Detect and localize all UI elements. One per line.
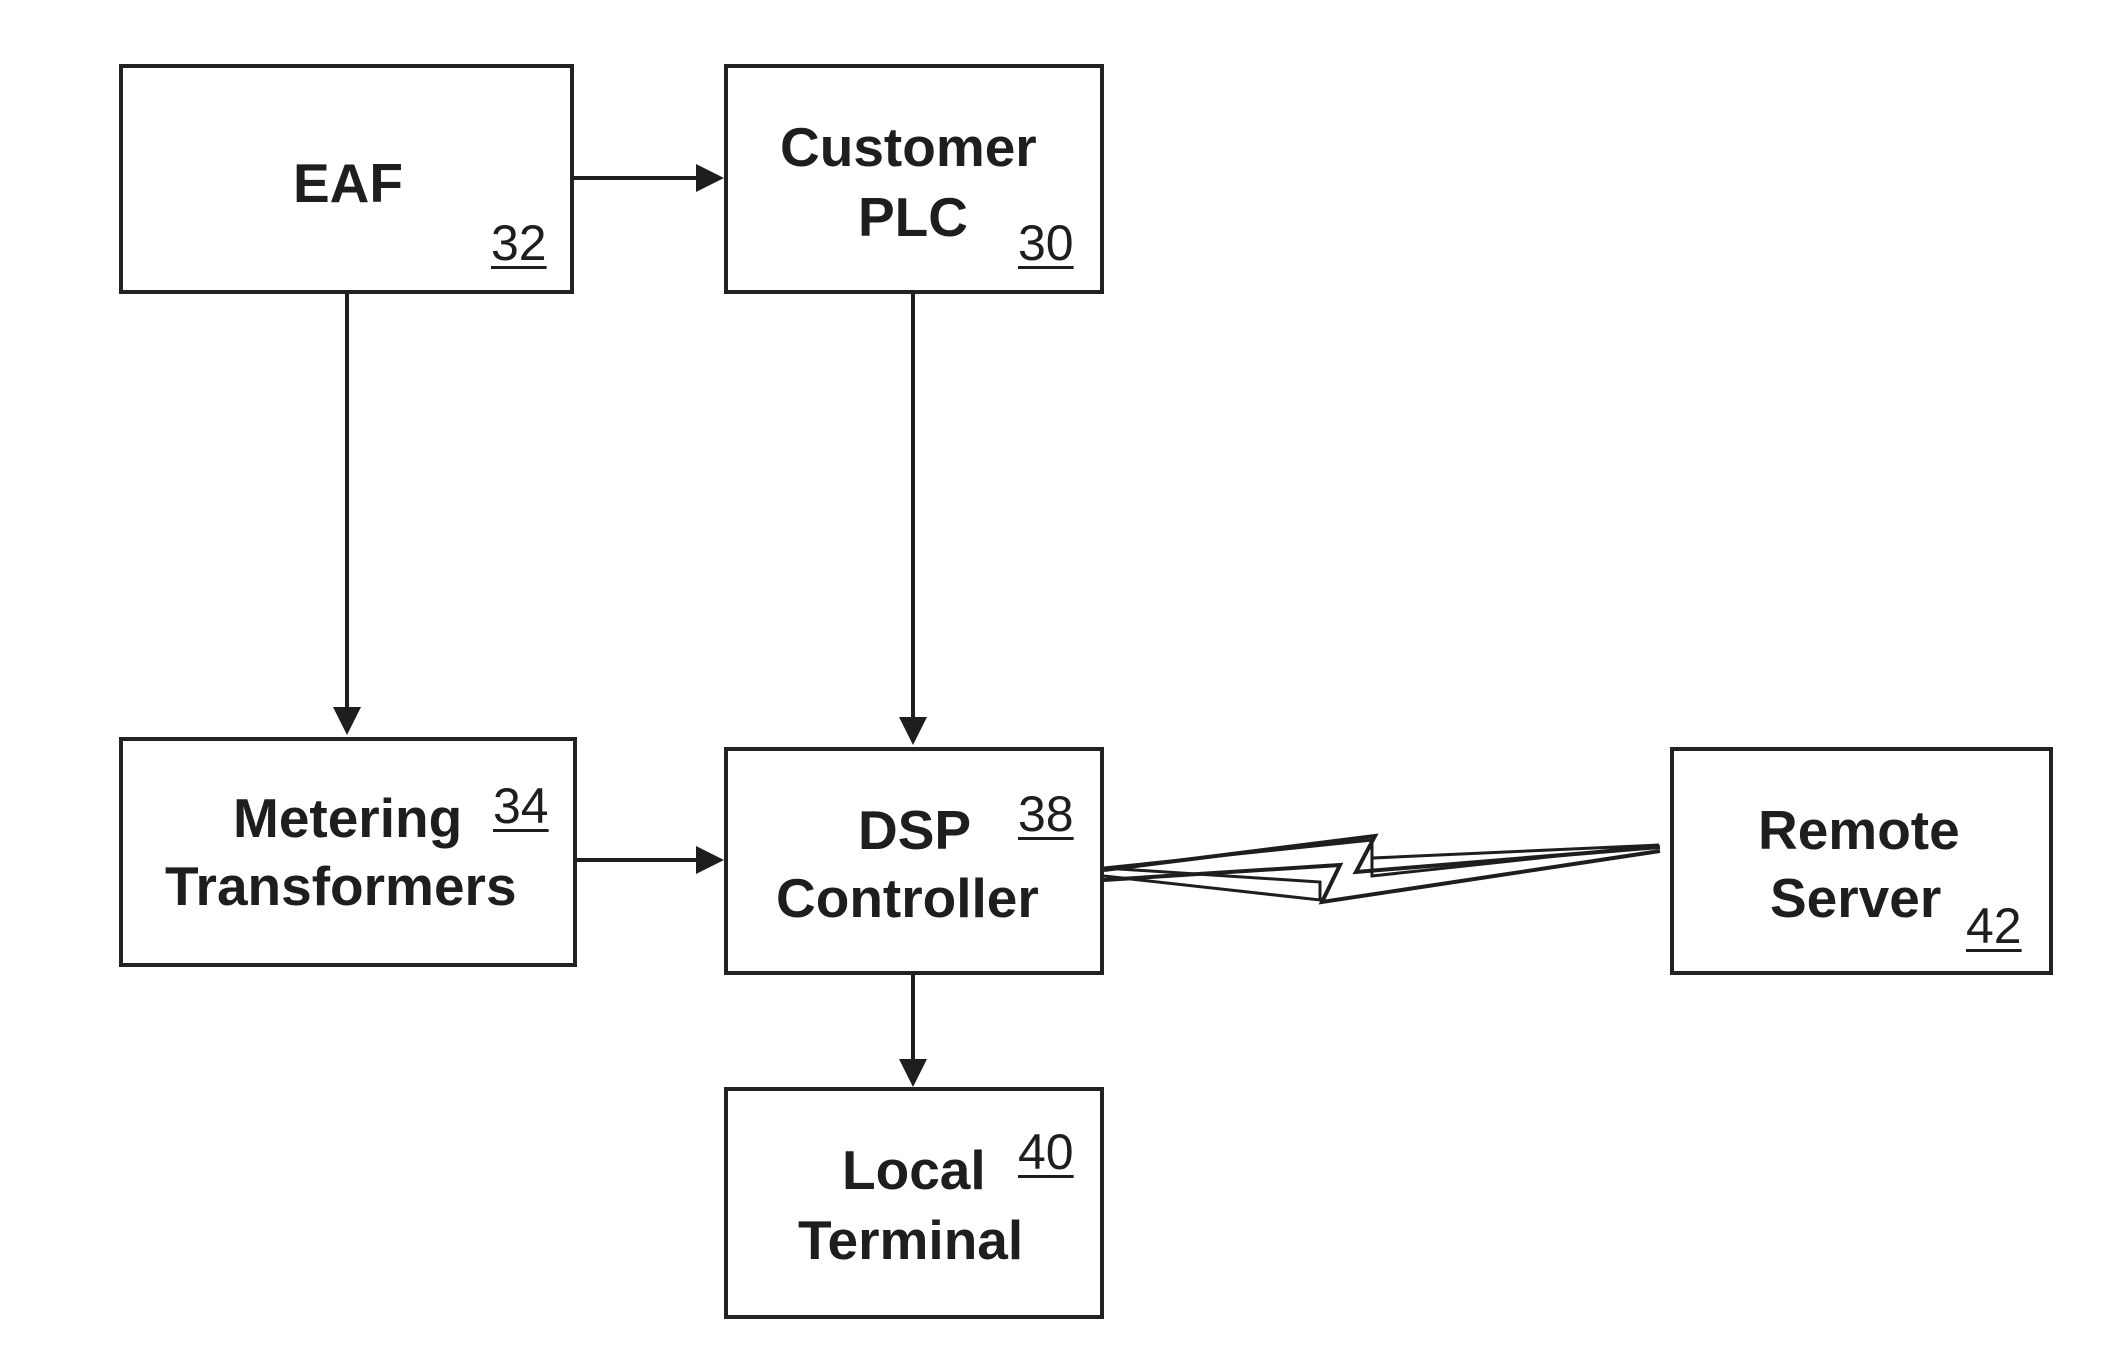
metering-label-line1: Metering — [233, 791, 462, 846]
metering-ref-number: 34 — [493, 781, 549, 831]
dsp-controller-block: DSP 38 Controller — [724, 747, 1104, 975]
remote-label-line1: Remote — [1758, 803, 1960, 858]
arrow-metering-to-dsp — [574, 846, 724, 874]
dsp-ref-number: 38 — [1018, 789, 1074, 839]
eaf-ref-number: 32 — [491, 218, 547, 268]
arrow-eaf-to-plc — [572, 164, 724, 192]
metering-transformers-block: Metering 34 Transformers — [119, 737, 577, 967]
customer-plc-label-line2: PLC — [858, 190, 968, 245]
eaf-block: EAF 32 — [119, 64, 574, 294]
wireless-link-dsp-remote — [1104, 836, 1660, 902]
remote-server-block: Remote Server 42 — [1670, 747, 2053, 975]
remote-ref-number: 42 — [1966, 901, 2022, 951]
arrow-dsp-to-local — [899, 972, 927, 1087]
local-ref-number: 40 — [1018, 1127, 1074, 1177]
local-label-line2: Terminal — [798, 1213, 1023, 1268]
dsp-label-line2: Controller — [776, 871, 1039, 926]
customer-plc-label-line1: Customer — [780, 120, 1037, 175]
eaf-label: EAF — [293, 156, 403, 211]
customer-plc-ref-number: 30 — [1018, 218, 1074, 268]
arrow-eaf-to-metering — [333, 292, 361, 735]
local-label-line1: Local — [842, 1143, 986, 1198]
customer-plc-block: Customer PLC 30 — [724, 64, 1104, 294]
metering-label-line2: Transformers — [165, 859, 517, 914]
local-terminal-block: Local 40 Terminal — [724, 1087, 1104, 1319]
remote-label-line2: Server — [1770, 871, 1941, 926]
dsp-label-line1: DSP — [858, 803, 971, 858]
arrow-plc-to-dsp — [899, 294, 927, 745]
